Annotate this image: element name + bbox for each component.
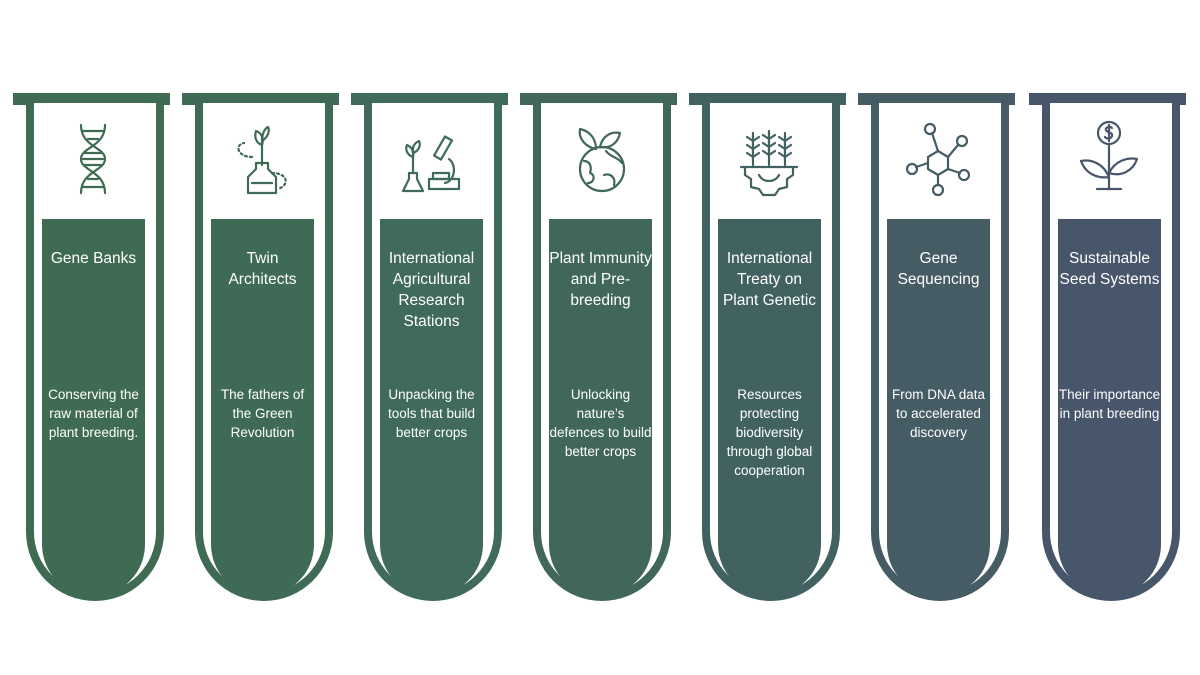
tube-liquid <box>887 219 990 596</box>
tube-description: From DNA data to accelerated discovery <box>891 387 986 440</box>
tube-cap <box>520 93 677 105</box>
tube-liquid <box>549 219 652 596</box>
tube-description: Unpacking the tools that build better cr… <box>387 387 476 440</box>
tube-liquid <box>42 219 145 596</box>
earth-leaves-icon <box>568 117 632 201</box>
tube-title: International Treaty on Plant Genetic <box>722 250 817 309</box>
microscope-icon <box>399 117 463 201</box>
tube-cap <box>689 93 846 105</box>
plant-flask-icon <box>230 117 294 201</box>
tube-cap <box>1029 93 1186 105</box>
tube-liquid <box>1058 219 1161 596</box>
tube-sustainable-seed: Sustainable Seed Systems Their importanc… <box>1029 93 1186 613</box>
tube-description: Resources protecting biodiversity throug… <box>726 387 813 478</box>
tube-title: Twin Architects <box>228 250 297 288</box>
tube-liquid <box>211 219 314 596</box>
tube-title: Gene Banks <box>50 250 137 267</box>
dna-icon <box>61 117 125 201</box>
molecule-icon <box>905 117 971 201</box>
tube-liquid <box>718 219 821 596</box>
tube-international-treaty: International Treaty on Plant Genetic Re… <box>689 93 846 613</box>
tube-cap <box>858 93 1015 105</box>
tube-description: Unlocking nature’s defences to build bet… <box>549 387 652 459</box>
tube-title: Gene Sequencing <box>897 250 980 288</box>
tube-cap <box>351 93 508 105</box>
tube-cap <box>182 93 339 105</box>
tube-description: The fathers of the Green Revolution <box>220 387 305 440</box>
tube-description: Conserving the raw material of plant bre… <box>48 387 139 440</box>
tube-plant-immunity: Plant Immunity and Pre-breeding Unlockin… <box>520 93 677 613</box>
money-plant-icon <box>1077 117 1141 201</box>
crops-gear-icon <box>737 117 801 201</box>
tube-twin-architects: Twin Architects The fathers of the Green… <box>182 93 339 613</box>
tube-research-stations: International Agricultural Research Stat… <box>351 93 508 613</box>
tube-gene-sequencing: Gene Sequencing From DNA data to acceler… <box>858 93 1015 613</box>
tube-description: Their importance in plant breeding <box>1058 387 1161 421</box>
tube-title: Sustainable Seed Systems <box>1059 250 1160 288</box>
tube-liquid <box>380 219 483 596</box>
tube-gene-banks: Gene Banks Conserving the raw material o… <box>13 93 170 613</box>
tube-title: International Agricultural Research Stat… <box>388 250 475 330</box>
tube-cap <box>13 93 170 105</box>
tube-title: Plant Immunity and Pre-breeding <box>549 250 652 309</box>
